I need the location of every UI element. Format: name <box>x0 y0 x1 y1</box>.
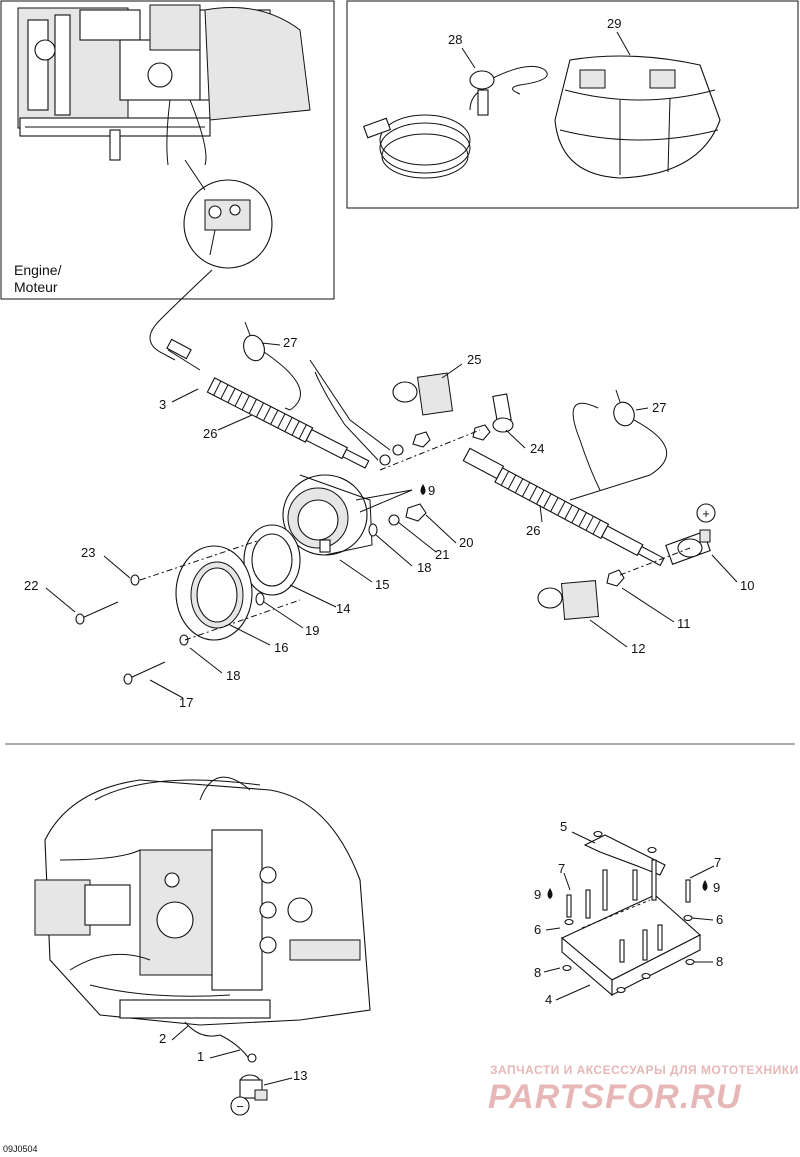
part-21-washer <box>388 514 400 526</box>
callout-8-right: 8 <box>716 954 723 969</box>
part-5-bracket <box>583 830 666 876</box>
callout-18-upper: 18 <box>417 560 431 575</box>
callout-11: 11 <box>677 616 691 631</box>
callout-15: 15 <box>375 577 389 592</box>
callout-24: 24 <box>530 441 544 456</box>
part-4-battery-tray <box>560 894 701 997</box>
callout-10: 10 <box>740 578 754 593</box>
part-18-washer-lower <box>179 634 189 646</box>
callout-9-left: 9 <box>534 887 541 902</box>
part-25-terminal-cap <box>392 372 454 416</box>
part-28-cable-assembly <box>362 65 548 179</box>
engine-label-line1: Engine/ <box>14 262 62 278</box>
engine-label-line2: Moteur <box>14 279 58 295</box>
callout-7-right: 7 <box>714 855 721 870</box>
callout-16: 16 <box>274 640 288 655</box>
callout-9-main: 9 <box>428 483 435 498</box>
part-24-fitting <box>472 393 514 441</box>
watermark-logo: PARTSFOR.RU <box>488 1078 742 1116</box>
callout-29: 29 <box>607 16 621 31</box>
callout-21: 21 <box>435 547 449 562</box>
callout-23: 23 <box>81 545 95 560</box>
part-10-positive-clamp <box>665 529 711 565</box>
oil-drop-icon <box>702 880 708 891</box>
callout-8-left: 8 <box>534 965 541 980</box>
oil-drop-icon <box>420 484 426 495</box>
callout-6-right: 6 <box>716 912 723 927</box>
plus-circle-icon: + <box>696 503 716 523</box>
part-23-washer <box>130 574 140 586</box>
negative-symbol: − <box>236 1099 244 1114</box>
detail-terminal <box>204 199 251 256</box>
part-26-cable-positive <box>462 447 665 567</box>
callout-12: 12 <box>631 641 645 656</box>
callout-1: 1 <box>197 1049 204 1064</box>
battery-tray-view: 5 7 9 7 9 6 6 8 8 4 <box>534 819 723 1007</box>
part-11-nut <box>606 569 625 587</box>
oil-drop-icon <box>547 888 553 899</box>
positive-symbol: + <box>702 506 710 521</box>
callout-6-left: 6 <box>534 922 541 937</box>
callout-9-right: 9 <box>713 880 720 895</box>
part-29-cover-bag <box>554 55 721 179</box>
part-20-nut <box>405 503 427 522</box>
callout-18-lower: 18 <box>226 668 240 683</box>
part-14-gasket <box>243 524 301 596</box>
callout-27-right: 27 <box>652 400 666 415</box>
callout-22: 22 <box>24 578 38 593</box>
callout-26-left: 26 <box>203 426 217 441</box>
lower-engine-view: − 2 1 13 <box>34 776 371 1116</box>
callout-17: 17 <box>179 695 193 710</box>
part-17-screw <box>123 661 166 685</box>
callout-28: 28 <box>448 32 462 47</box>
tray-fasteners <box>562 859 695 994</box>
callout-7-left: 7 <box>558 861 565 876</box>
callout-25: 25 <box>467 352 481 367</box>
callout-26-right: 26 <box>526 523 540 538</box>
reference-code: 09J0504 <box>3 1144 38 1154</box>
callout-13: 13 <box>293 1068 307 1083</box>
callout-27-left: 27 <box>283 335 297 350</box>
cable-3-convolution <box>213 380 307 440</box>
part-19-washer <box>255 592 265 606</box>
cable-26-convolution <box>500 470 601 535</box>
part-12-terminal-cap <box>537 580 600 620</box>
engine-sketch <box>17 4 311 166</box>
watermark-tagline: ЗАПЧАСТИ И АКСЕССУАРЫ ДЛЯ МОТОТЕХНИКИ <box>490 1063 799 1077</box>
leader-lines <box>45 342 738 699</box>
watermark: ЗАПЧАСТИ И АКСЕССУАРЫ ДЛЯ МОТОТЕХНИКИ PA… <box>488 1063 799 1116</box>
accessory-inset: 28 29 <box>346 0 799 209</box>
part-13-negative-clamp <box>239 1074 268 1101</box>
part-3-cable-negative <box>166 338 370 469</box>
callout-14: 14 <box>336 601 350 616</box>
engine-inset: Engine/ Moteur <box>0 0 335 300</box>
callout-4: 4 <box>545 992 552 1007</box>
part-27-tie-wrap-left <box>243 321 301 411</box>
minus-circle-icon: − <box>230 1096 250 1116</box>
part-22-screw <box>75 601 119 625</box>
callout-3: 3 <box>159 397 166 412</box>
part-16-mounting-plate <box>175 545 253 641</box>
main-exploded-view: + <box>24 269 754 710</box>
part-18-washer-upper <box>368 523 378 537</box>
part-27-tie-wrap-right <box>569 389 668 501</box>
callout-5: 5 <box>560 819 567 834</box>
callout-2: 2 <box>159 1031 166 1046</box>
callout-19: 19 <box>305 623 319 638</box>
part-15-device <box>282 474 373 556</box>
callout-20: 20 <box>459 535 473 550</box>
